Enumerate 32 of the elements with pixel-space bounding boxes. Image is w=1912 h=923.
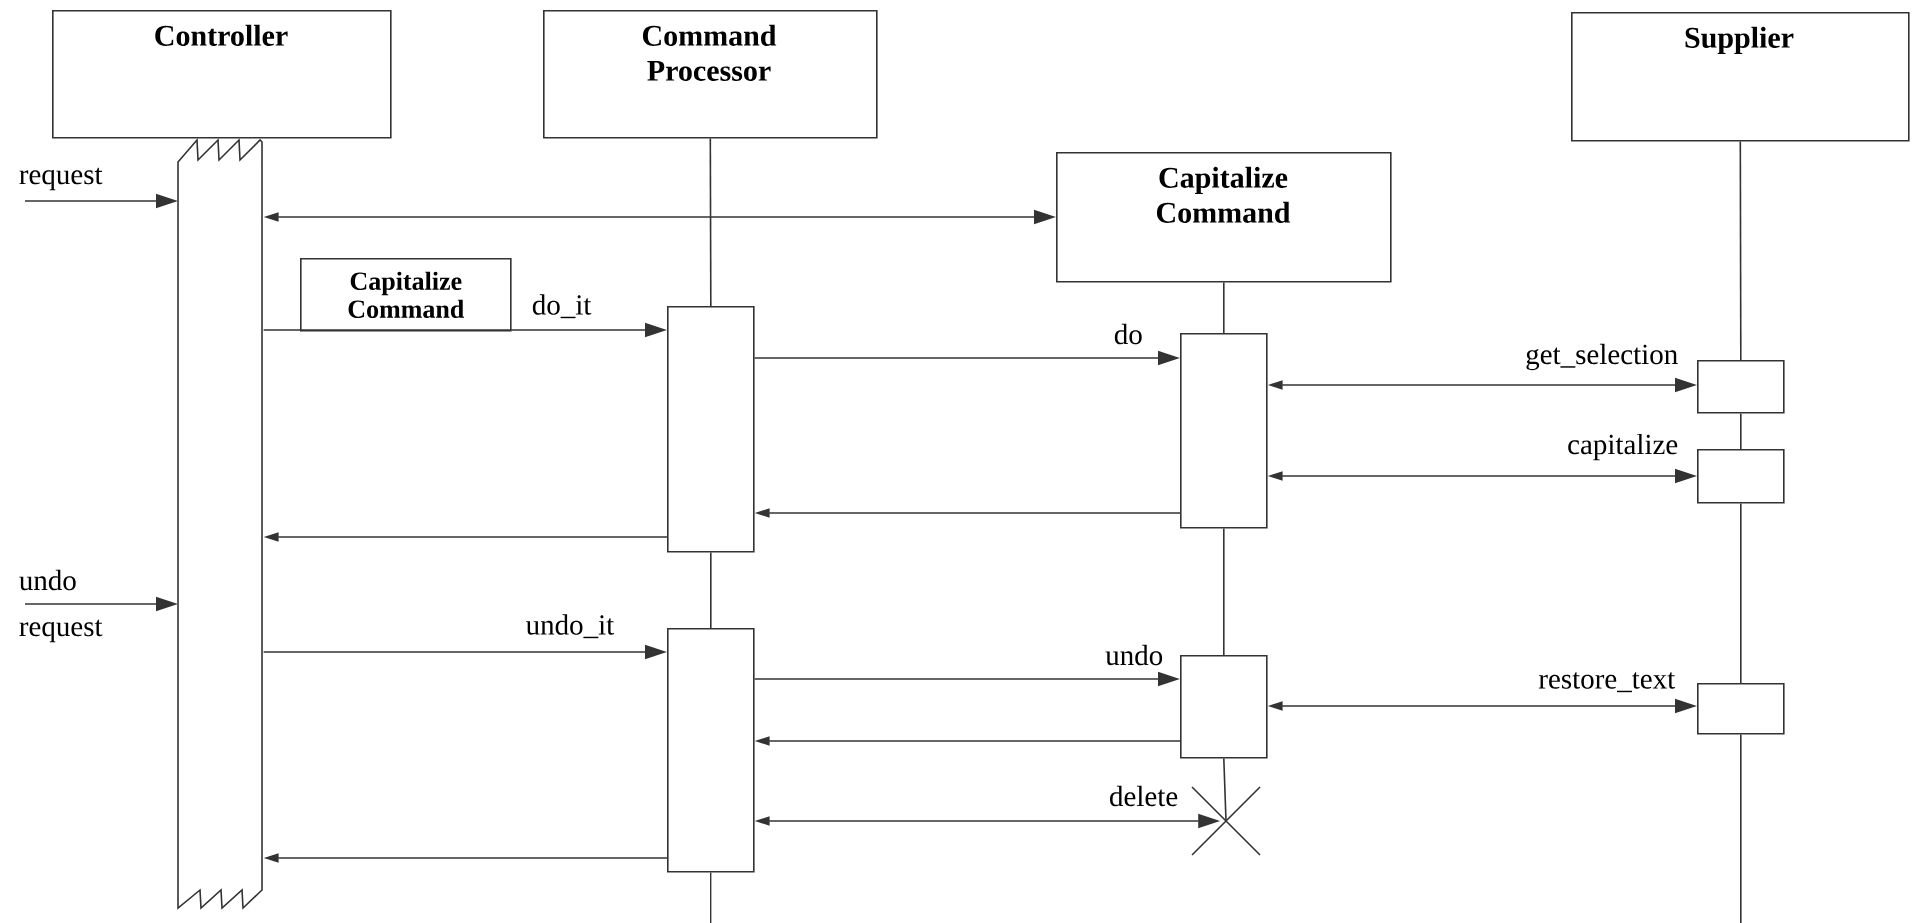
lifeline xyxy=(710,871,712,923)
lifeline xyxy=(1740,733,1742,923)
lifeline xyxy=(1223,281,1225,334)
edge-label: undo_it xyxy=(524,613,616,640)
activation-box xyxy=(1697,449,1785,504)
activation-box xyxy=(1697,360,1785,414)
edge-label: do_it xyxy=(530,293,593,320)
activation-bar xyxy=(177,137,263,910)
destroy-mark xyxy=(1191,786,1261,856)
edge-label: capitalize xyxy=(1566,432,1680,462)
activation-box xyxy=(667,306,755,553)
lifeline-box: Command Processor xyxy=(543,10,878,139)
edge-label: undo request xyxy=(19,569,103,643)
lifeline xyxy=(1739,140,1742,361)
edge-label: get_selection xyxy=(1524,342,1680,372)
object-box: Capitalize Command xyxy=(300,258,512,332)
lifeline xyxy=(1740,502,1742,684)
activation-box xyxy=(667,628,755,873)
activation-box xyxy=(1180,655,1268,759)
lifeline-box: Controller xyxy=(52,10,392,139)
lifeline xyxy=(1740,412,1742,450)
activation-box xyxy=(1180,333,1268,529)
edge-label: restore_text xyxy=(1537,671,1677,694)
lifeline-box: Capitalize Command xyxy=(1056,152,1392,283)
lifeline-box: Supplier xyxy=(1571,12,1910,142)
lifeline xyxy=(1223,757,1227,822)
lifeline xyxy=(710,551,712,629)
lifeline xyxy=(1223,527,1225,656)
lifeline xyxy=(709,137,712,307)
edge-label: undo xyxy=(1104,643,1165,667)
edge-label: request xyxy=(17,166,104,192)
activation-box xyxy=(1697,683,1785,735)
